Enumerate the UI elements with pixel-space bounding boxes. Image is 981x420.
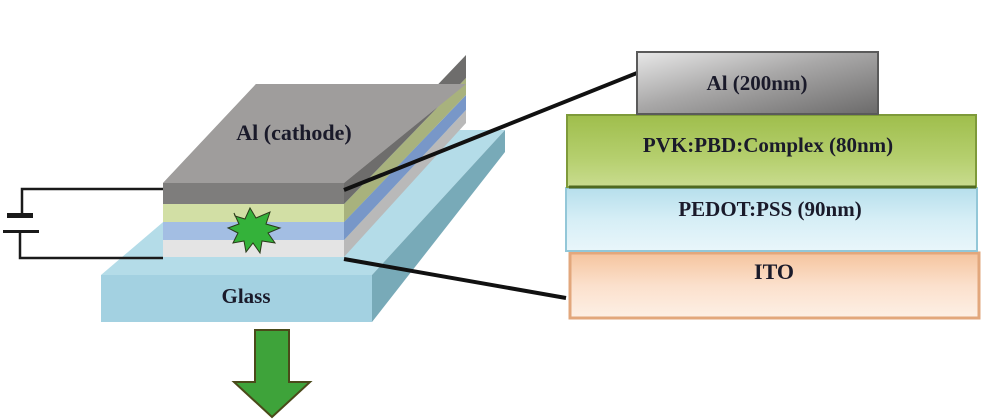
al-top-back-edge: [256, 55, 466, 84]
layer-emitter: [566, 114, 977, 188]
ito-side-face: [344, 110, 466, 257]
arrow-down-icon: [231, 329, 313, 419]
layer-al: [636, 51, 879, 115]
wire-top: [20, 187, 163, 213]
al-front-face: [163, 183, 344, 204]
glass-label: Glass: [221, 284, 270, 308]
glass-front-face: [101, 275, 372, 322]
layer-al-label: Al (200nm): [707, 71, 808, 95]
device-stack-3d: Al (cathode): [163, 55, 466, 257]
circuit: [3, 187, 163, 260]
layer-pedot: [565, 187, 978, 252]
layer-stack-legend: ITO PEDOT:PSS (90nm) PVK:PBD:Complex (80…: [565, 51, 981, 320]
battery-icon: [3, 213, 39, 233]
ito-front-face: [163, 240, 344, 257]
layer-ito-label: ITO: [754, 259, 794, 284]
wire-bottom: [18, 232, 163, 260]
glass-side-face: [372, 130, 505, 322]
emitter-side-face: [344, 78, 466, 222]
layer-emitter-label: PVK:PBD:Complex (80nm): [643, 133, 893, 157]
cathode-label: Al (cathode): [236, 120, 351, 145]
layer-pedot-label: PEDOT:PSS (90nm): [678, 197, 861, 221]
leader-line-bottom: [343, 257, 567, 300]
leader-line-top: [343, 71, 638, 192]
layer-ito: [568, 251, 981, 320]
al-top-face-full: [163, 84, 466, 183]
starburst-icon: [226, 206, 282, 255]
